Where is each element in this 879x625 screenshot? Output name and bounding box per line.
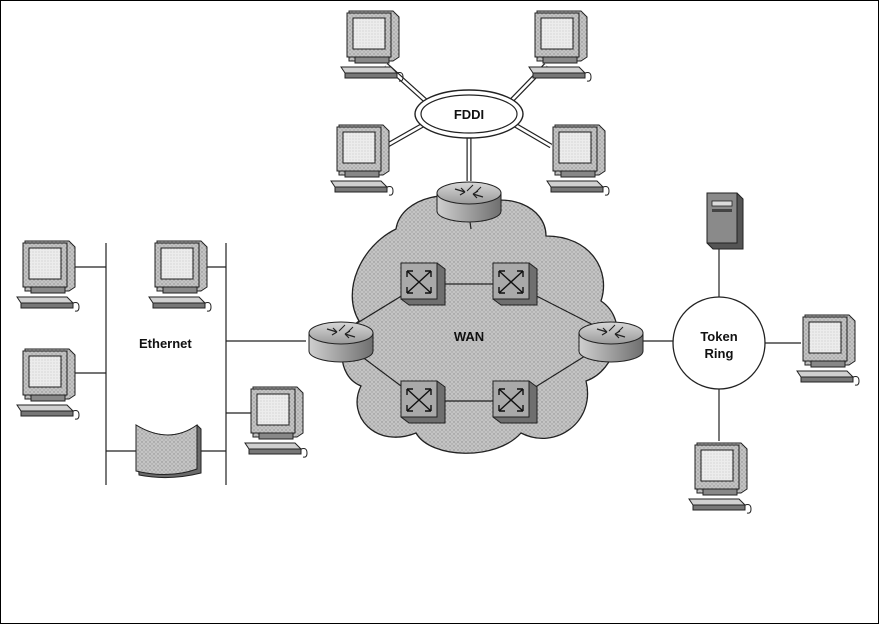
ethernet-workstation-1 [17, 241, 79, 311]
ethernet-hub-icon [136, 425, 201, 478]
fddi-workstation-top-left [341, 11, 403, 81]
fddi-label: FDDI [454, 107, 484, 122]
wan-switch-bottom-left-icon [401, 381, 445, 423]
fddi-workstation-top-right [529, 11, 591, 81]
ethernet-workstation-2 [17, 349, 79, 419]
wan-switch-bottom-right-icon [493, 381, 537, 423]
wan-switch-top-left-icon [401, 263, 445, 305]
fddi-workstation-bottom-left [331, 125, 393, 195]
wan-switch-top-right-icon [493, 263, 537, 305]
wan-label: WAN [454, 329, 484, 344]
token-ring-server-icon [707, 193, 743, 249]
ethernet-workstation-4 [245, 387, 307, 457]
wan-cloud [342, 196, 617, 454]
token-ring-workstation-right [797, 315, 859, 385]
ethernet-router-icon [309, 322, 373, 362]
ethernet-label: Ethernet [139, 336, 192, 351]
token-ring-workstation-bottom [689, 443, 751, 513]
ethernet-workstation-3 [149, 241, 211, 311]
fddi-workstation-bottom-right [547, 125, 609, 195]
token-ring-router-icon [579, 322, 643, 362]
token-ring-label-line2: Ring [705, 346, 734, 361]
fddi-router-icon [437, 182, 501, 222]
token-ring-label-line1: Token [700, 329, 737, 344]
fddi-ring: FDDI [415, 90, 523, 138]
token-ring: Token Ring [673, 297, 765, 389]
